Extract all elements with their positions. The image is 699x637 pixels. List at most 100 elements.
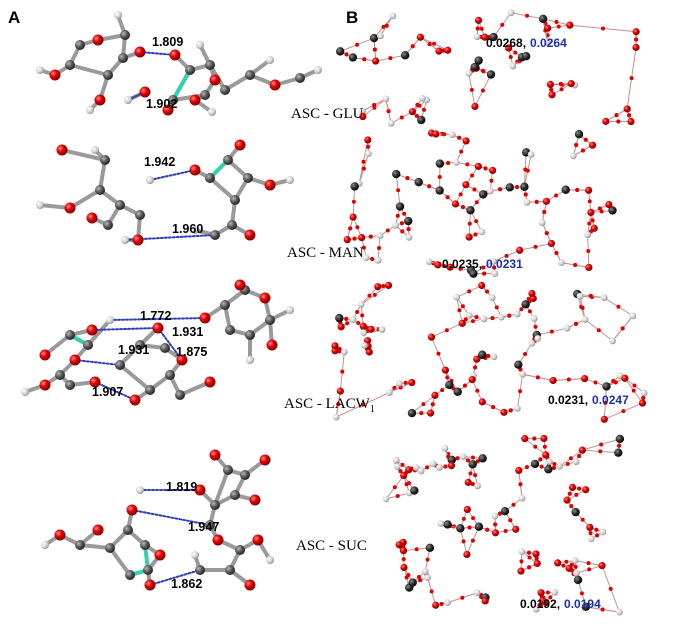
carbon-atom [210, 500, 220, 510]
critical-point [556, 24, 561, 29]
critical-point [421, 107, 426, 112]
hydrogen-atom [392, 221, 399, 229]
complex-label-suc: ASC - SUC [296, 538, 367, 554]
critical-point [494, 305, 499, 310]
hydrogen-atom [527, 151, 535, 158]
critical-point [385, 228, 390, 233]
critical-point [566, 377, 571, 382]
critical-point [579, 591, 584, 596]
oxygen-atom [259, 454, 271, 466]
critical-point [445, 375, 450, 380]
molecule-3d [36, 11, 322, 116]
critical-point [405, 176, 410, 181]
density-value-blue: 0.0247 [592, 393, 629, 407]
hydrogen-bond [91, 327, 159, 331]
carbon-atom [160, 343, 170, 353]
critical-point [474, 315, 479, 320]
oxygen-atom [627, 117, 635, 126]
carbon-atom [500, 507, 510, 516]
hydrogen-atom [518, 548, 526, 555]
carbon-atom [573, 575, 583, 585]
carbon-atom [486, 70, 496, 79]
carbon-atom [561, 185, 570, 194]
critical-point [524, 465, 529, 470]
critical-point [384, 23, 389, 28]
carbon-atom [125, 570, 135, 580]
critical-point [519, 559, 524, 564]
carbon-atom [120, 30, 130, 40]
critical-point [469, 87, 474, 92]
hbond-label: 1.960 [172, 222, 203, 236]
oxygen-atom [542, 598, 550, 607]
critical-point [616, 304, 621, 309]
oxygen-atom [152, 322, 164, 334]
oxygen-atom [590, 224, 598, 232]
carbon-atom [408, 578, 417, 587]
oxygen-atom [144, 579, 156, 591]
oxygen-atom [463, 550, 471, 559]
hydrogen-atom [490, 257, 497, 265]
covalent-bond [60, 148, 107, 162]
hydrogen-atom [563, 324, 571, 332]
critical-point [458, 266, 463, 271]
critical-point [475, 26, 480, 31]
oxygen-atom [367, 325, 375, 333]
carbon-atom [474, 56, 483, 65]
critical-point [580, 517, 585, 522]
oxygen-atom [528, 289, 536, 298]
critical-point [381, 284, 386, 289]
oxygen-atom [86, 212, 98, 224]
critical-point [613, 380, 618, 385]
oxygen-atom [463, 505, 471, 514]
oxygen-atom [465, 233, 473, 241]
oxygen-atom [365, 348, 373, 356]
critical-point [386, 109, 391, 114]
hydrogen-atom [576, 292, 584, 300]
critical-point [508, 408, 513, 413]
hydrogen-atom [41, 541, 49, 549]
critical-point [460, 304, 465, 309]
carbon-atom [574, 129, 584, 139]
hydrogen-atom [530, 315, 538, 322]
molecular-graph [343, 129, 617, 278]
hydrogen-atom [528, 339, 536, 347]
critical-point [419, 411, 424, 416]
density-value-black: 0.0268, [486, 36, 526, 50]
hydrogen-bond [139, 51, 176, 56]
complex-label-man: ASC - MAN [287, 245, 364, 261]
carbon-atom [530, 459, 540, 469]
critical-point [475, 459, 480, 464]
oxygen-atom [249, 494, 261, 506]
oxygen-atom [605, 200, 613, 209]
density-value-black: 0.0192, [520, 597, 560, 611]
critical-point [400, 229, 405, 234]
carbon-atom [369, 33, 379, 43]
molecule-3d [21, 279, 294, 406]
hydrogen-atom [418, 94, 426, 102]
critical-point [551, 465, 556, 470]
density-value-blue: 0.0231 [486, 257, 523, 271]
oxygen-atom [234, 279, 246, 291]
carbon-atom [103, 220, 113, 230]
hydrogen-bond [74, 359, 121, 366]
hydrogen-atom [91, 146, 99, 154]
critical-point [418, 578, 423, 583]
critical-point [523, 192, 528, 197]
oxygen-atom [547, 239, 556, 248]
carbon-atom [75, 40, 85, 50]
hbond-label: 1.902 [146, 97, 177, 111]
density-values-glu: 0.0268,0.0264 [486, 36, 567, 50]
carbon-atom [521, 51, 531, 61]
critical-point [400, 462, 405, 467]
hydrogen-atom [136, 486, 144, 494]
hydrogen-atom [340, 348, 348, 356]
oxygen-atom [447, 462, 456, 470]
carbon-atom [453, 387, 462, 396]
hydrogen-atom [191, 551, 199, 559]
critical-point [577, 453, 582, 458]
hydrogen-atom [374, 256, 382, 264]
carbon-atom [205, 60, 215, 70]
critical-point [406, 573, 411, 578]
carbon-atom [195, 565, 205, 575]
